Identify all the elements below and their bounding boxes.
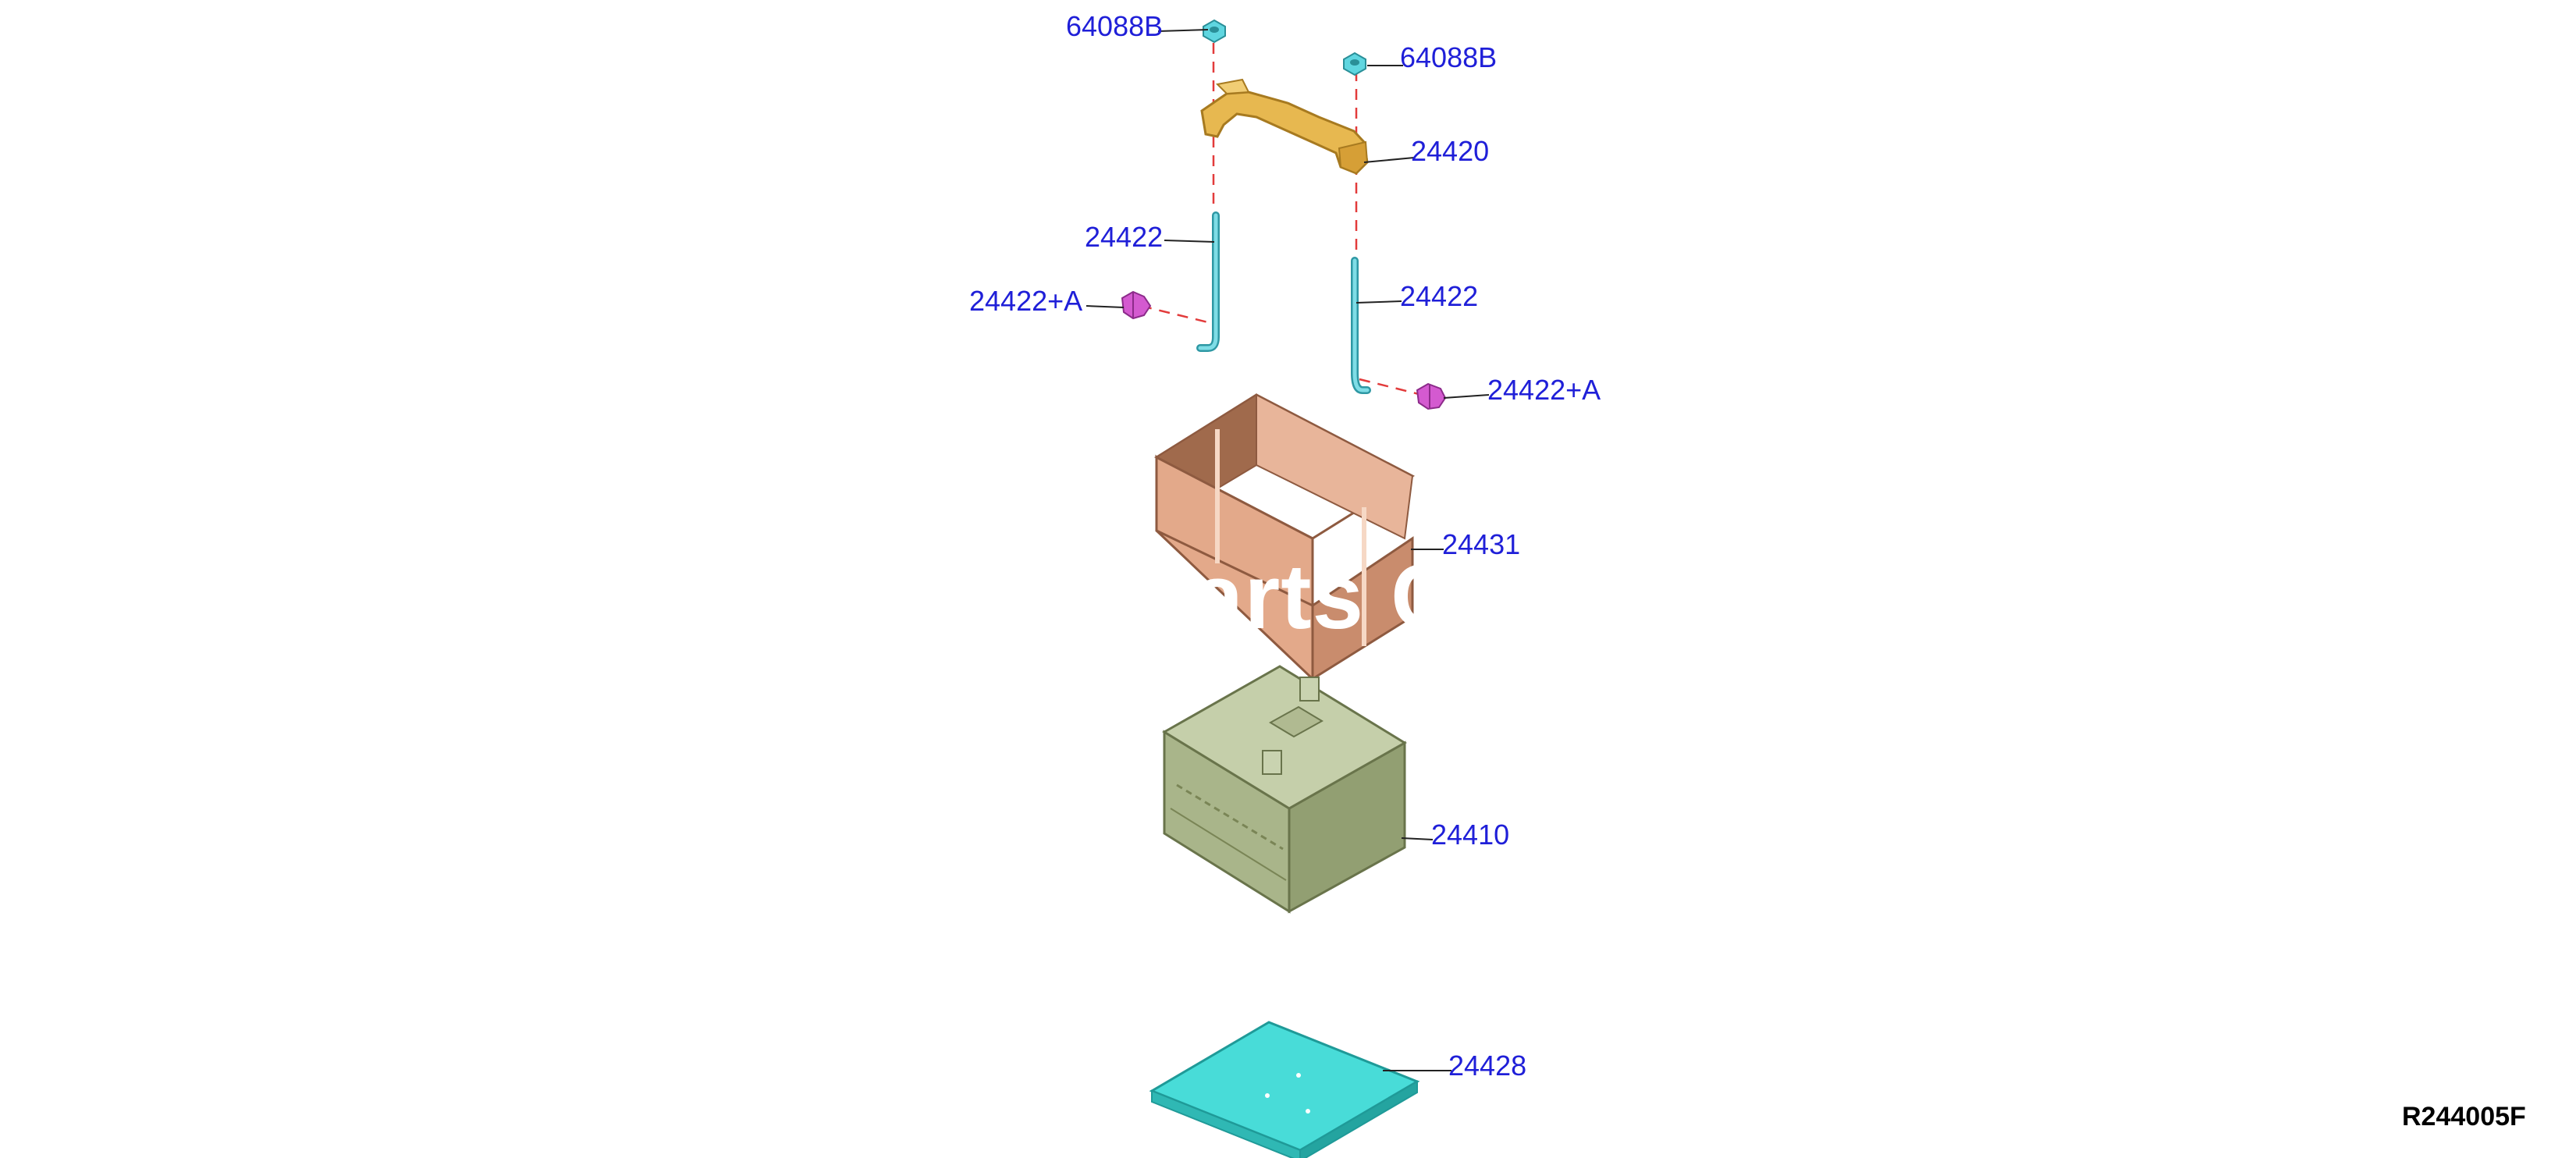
- callout-24422-left[interactable]: 24422: [1085, 221, 1164, 253]
- battery-spacer-frame[interactable]: [1153, 393, 1416, 682]
- clip-right[interactable]: [1416, 382, 1447, 410]
- j-rod-left[interactable]: [1196, 211, 1220, 352]
- clip-left[interactable]: [1121, 290, 1152, 320]
- leader-lines: [1085, 29, 1490, 1071]
- callout-24428[interactable]: 24428: [1448, 1050, 1527, 1082]
- j-rod-right[interactable]: [1351, 257, 1371, 394]
- hex-nut-right[interactable]: [1343, 52, 1366, 76]
- callout-24422a-right[interactable]: 24422+A: [1487, 374, 1601, 406]
- callout-24410[interactable]: 24410: [1431, 819, 1510, 851]
- hold-down-bracket[interactable]: [1200, 78, 1369, 175]
- callout-24422-right[interactable]: 24422: [1400, 280, 1479, 312]
- assembly-dash-lines: [1140, 43, 1429, 398]
- battery-unit[interactable]: [1162, 665, 1407, 914]
- callout-24420[interactable]: 24420: [1411, 135, 1490, 167]
- callout-64088b-right[interactable]: 64088B: [1400, 41, 1498, 73]
- battery-tray[interactable]: [1149, 1021, 1420, 1158]
- watermark: Parts C: [1130, 545, 1420, 648]
- diagram-reference-code: R244005F: [2402, 1102, 2526, 1131]
- callout-24431[interactable]: 24431: [1442, 528, 1521, 560]
- callout-64088b-left[interactable]: 64088B: [1066, 10, 1164, 42]
- hex-nut-left[interactable]: [1203, 19, 1226, 44]
- callout-24422a-left[interactable]: 24422+A: [969, 285, 1083, 317]
